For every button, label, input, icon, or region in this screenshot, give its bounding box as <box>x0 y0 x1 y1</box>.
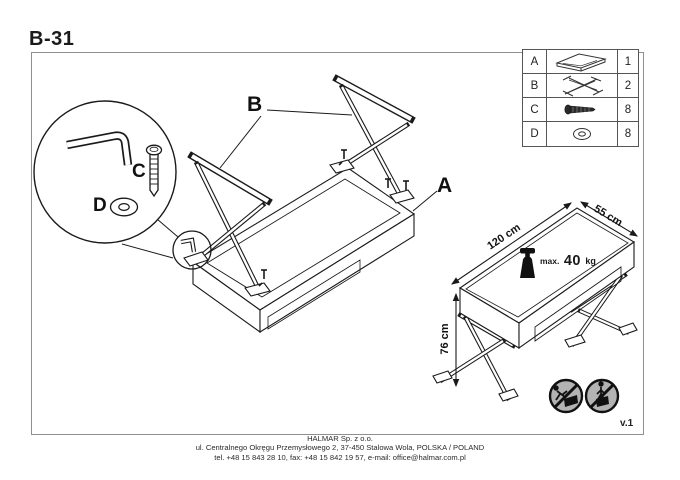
tabletop-icon <box>547 50 618 74</box>
width-arrow <box>451 202 572 285</box>
label-part-a: A <box>437 174 453 197</box>
screw-icon <box>547 98 618 122</box>
part-row-letter: C <box>523 98 547 122</box>
footer-company: HALMAR Sp. z o.o. <box>307 434 373 443</box>
screw-icon <box>564 104 596 114</box>
tabletop-inset <box>206 178 401 298</box>
x-frame-icon <box>562 75 604 96</box>
version-label: v.1 <box>620 418 634 429</box>
label-part-d: D <box>93 195 107 216</box>
leader-b-left <box>219 115 262 169</box>
washer-icon <box>573 128 591 140</box>
leader-b-right <box>266 109 353 116</box>
callout-connector <box>156 218 179 238</box>
no-standing-icon <box>584 378 620 414</box>
detail-callout <box>33 100 212 270</box>
weight-icon <box>520 248 535 278</box>
depth-arrow <box>580 201 638 237</box>
screw-glyph <box>258 269 267 287</box>
tabletop-side-line <box>267 259 361 330</box>
max-load-value: 40 <box>563 253 581 269</box>
mini-allen-key-icon <box>180 237 197 253</box>
callout-connector <box>121 243 174 259</box>
page-title: B-31 <box>29 28 75 50</box>
assembled-desk-drawing <box>432 201 638 402</box>
screw-glyph <box>338 149 409 190</box>
max-load-label: max. 40 kg <box>540 252 596 270</box>
right-x-frame <box>329 74 416 204</box>
x-frame-icon <box>547 74 618 98</box>
part-row-letter: B <box>523 74 547 98</box>
footer-address: ul. Centralnego Okręgu Przemysłowego 2, … <box>195 443 485 453</box>
max-load-prefix: max. <box>540 256 560 266</box>
label-part-b: B <box>247 93 263 116</box>
detail-washer-icon <box>109 197 139 217</box>
desk-front-face <box>518 240 635 350</box>
part-qty: 8 <box>618 98 638 122</box>
part-qty: 8 <box>624 128 632 140</box>
label-part-c: C <box>132 161 146 182</box>
left-x-frame <box>183 151 273 297</box>
detail-screw-icon <box>145 144 163 198</box>
tabletop-front-side <box>259 213 415 333</box>
footer-contact: tel. +48 15 843 28 10, fax: +48 15 842 1… <box>214 452 466 462</box>
leader-lines <box>219 109 438 212</box>
no-climbing-icon <box>548 378 584 414</box>
part-qty: 1 <box>618 50 638 74</box>
tabletop-icon <box>555 52 607 72</box>
height-dimension-label: 76 cm <box>439 323 451 355</box>
washer-icon <box>547 122 618 146</box>
desk-drawer-line <box>534 266 622 342</box>
leader-a <box>412 190 438 212</box>
dimension-arrows <box>451 201 638 388</box>
part-row-letter: A <box>523 50 547 74</box>
exploded-view-drawing <box>183 74 438 334</box>
drawing-border <box>31 52 644 435</box>
detail-circle-large <box>33 100 177 244</box>
max-load-unit: kg <box>585 256 596 266</box>
allen-key-icon <box>66 131 133 166</box>
part-row-letter: D <box>523 122 547 146</box>
warning-icons <box>548 378 620 414</box>
parts-table: A 1 B 2 C <box>522 49 639 147</box>
desk-front-x-frame <box>432 311 519 402</box>
part-qty: 2 <box>618 74 638 98</box>
detail-circle-small <box>172 230 212 270</box>
footer: HALMAR Sp. z o.o. ul. Centralnego Okręgu… <box>0 434 680 462</box>
